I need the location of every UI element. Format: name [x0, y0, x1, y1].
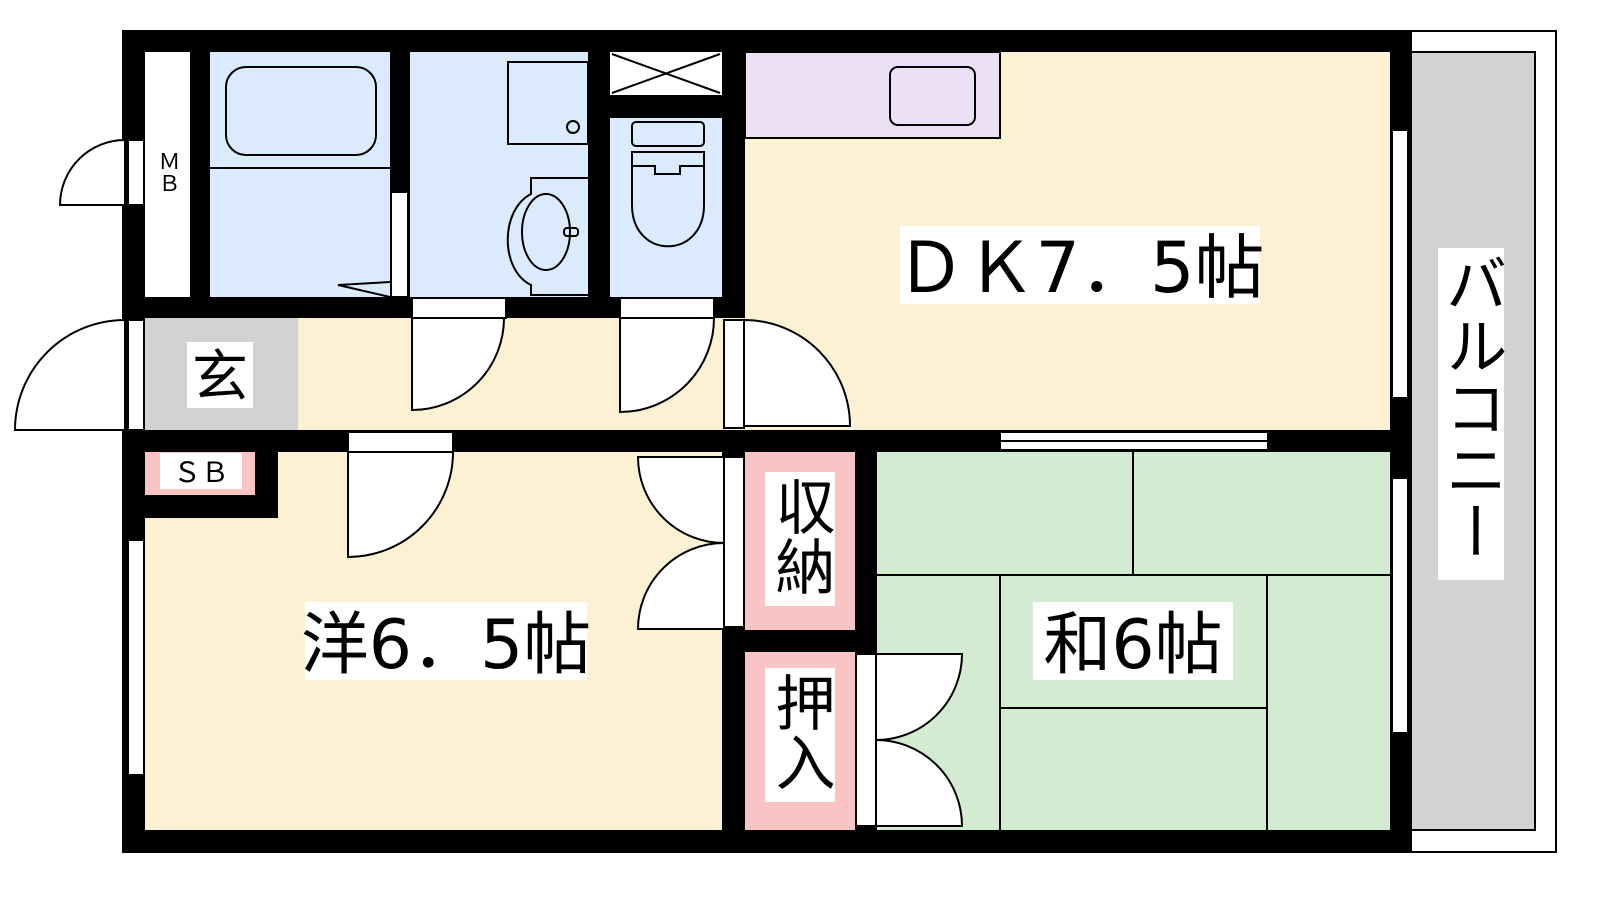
meter-box-label: ＭＢ — [155, 150, 180, 194]
bath-door — [390, 191, 409, 298]
dk-label: ＤＫ7．5帖 — [895, 227, 1264, 309]
toilet-door[interactable] — [619, 317, 716, 414]
storage-door-upper[interactable] — [636, 456, 725, 545]
washing-machine-pan — [507, 61, 589, 145]
meter-box — [145, 52, 190, 297]
washroom — [410, 52, 588, 297]
dk-door[interactable] — [743, 318, 852, 427]
japanese-room-label: 和6帖 — [1043, 606, 1222, 685]
entrance-label: 玄 — [192, 345, 248, 410]
toilet-tank — [631, 121, 705, 147]
oshiire-door-lower[interactable] — [875, 738, 964, 827]
western-room-label: 洋6．5帖 — [301, 606, 592, 685]
toilet-room — [610, 118, 722, 297]
toilet-bowl — [631, 151, 705, 248]
bathroom — [210, 52, 390, 297]
tatami-lines — [877, 452, 1390, 830]
oshiire-door-upper[interactable] — [875, 653, 964, 742]
storage-door-lower[interactable] — [636, 541, 725, 630]
washroom-door[interactable] — [411, 317, 506, 412]
kitchen-sink — [889, 66, 976, 126]
oshiire-label: 押入 — [765, 672, 835, 792]
balcony-label: バルコニー — [1435, 252, 1508, 562]
storage-label: 収納 — [765, 476, 835, 596]
mb-door[interactable] — [58, 138, 126, 206]
shoe-box-label: ＳＢ — [173, 456, 229, 489]
entrance-door[interactable] — [13, 318, 126, 431]
bathtub — [225, 66, 377, 156]
western-door[interactable] — [347, 451, 455, 559]
wash-basin — [506, 177, 588, 296]
